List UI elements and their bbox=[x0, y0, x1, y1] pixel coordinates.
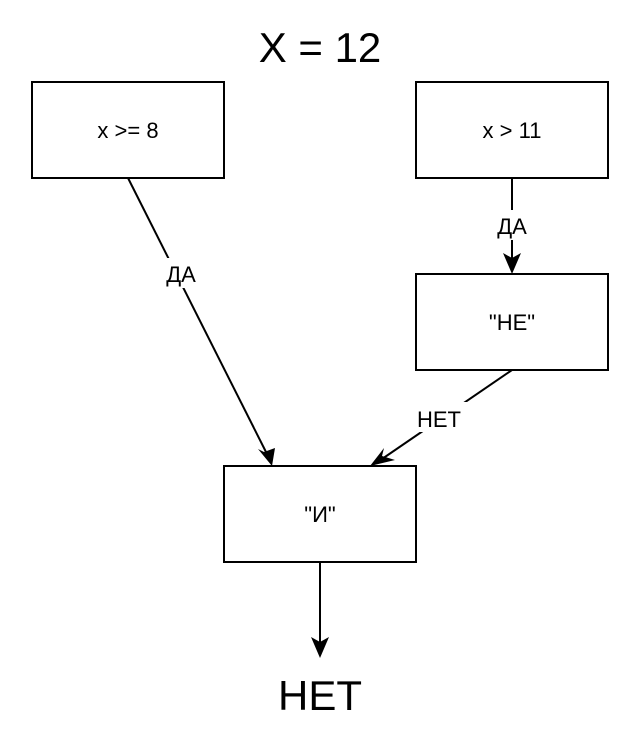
edge-and-to-result bbox=[311, 562, 329, 658]
diagram-title: X = 12 bbox=[259, 24, 382, 71]
edge-not-to-and: НЕТ bbox=[370, 369, 513, 466]
edge-gt11-to-not: ДА bbox=[489, 178, 535, 274]
edge-label: НЕТ bbox=[417, 407, 461, 432]
node-not-gate: "НЕ" bbox=[415, 273, 609, 371]
edge-label-bg bbox=[408, 402, 470, 432]
node-label: x >= 8 bbox=[97, 118, 158, 143]
edge-ge8-to-and: ДА bbox=[127, 177, 275, 466]
edge-line bbox=[127, 177, 267, 453]
arrow-head-icon bbox=[258, 448, 275, 466]
node-label: x > 11 bbox=[483, 118, 542, 143]
arrow-head-icon bbox=[503, 253, 521, 274]
node-condition-gt-11: x > 11 bbox=[415, 81, 609, 179]
edge-label: ДА bbox=[166, 262, 196, 287]
node-box bbox=[223, 465, 417, 563]
node-condition-ge-8: x >= 8 bbox=[31, 81, 225, 179]
node-and-gate: "И" bbox=[223, 465, 417, 563]
arrow-head-icon bbox=[311, 637, 329, 658]
arrow-head-icon bbox=[370, 448, 395, 466]
edge-label-bg bbox=[489, 210, 535, 240]
node-box bbox=[31, 81, 225, 179]
node-label: "НЕ" bbox=[489, 310, 535, 335]
result-label: НЕТ bbox=[278, 672, 362, 719]
node-box bbox=[415, 81, 609, 179]
edge-label-bg bbox=[158, 258, 204, 288]
edge-label: ДА bbox=[497, 214, 527, 239]
node-label: "И" bbox=[304, 502, 335, 527]
